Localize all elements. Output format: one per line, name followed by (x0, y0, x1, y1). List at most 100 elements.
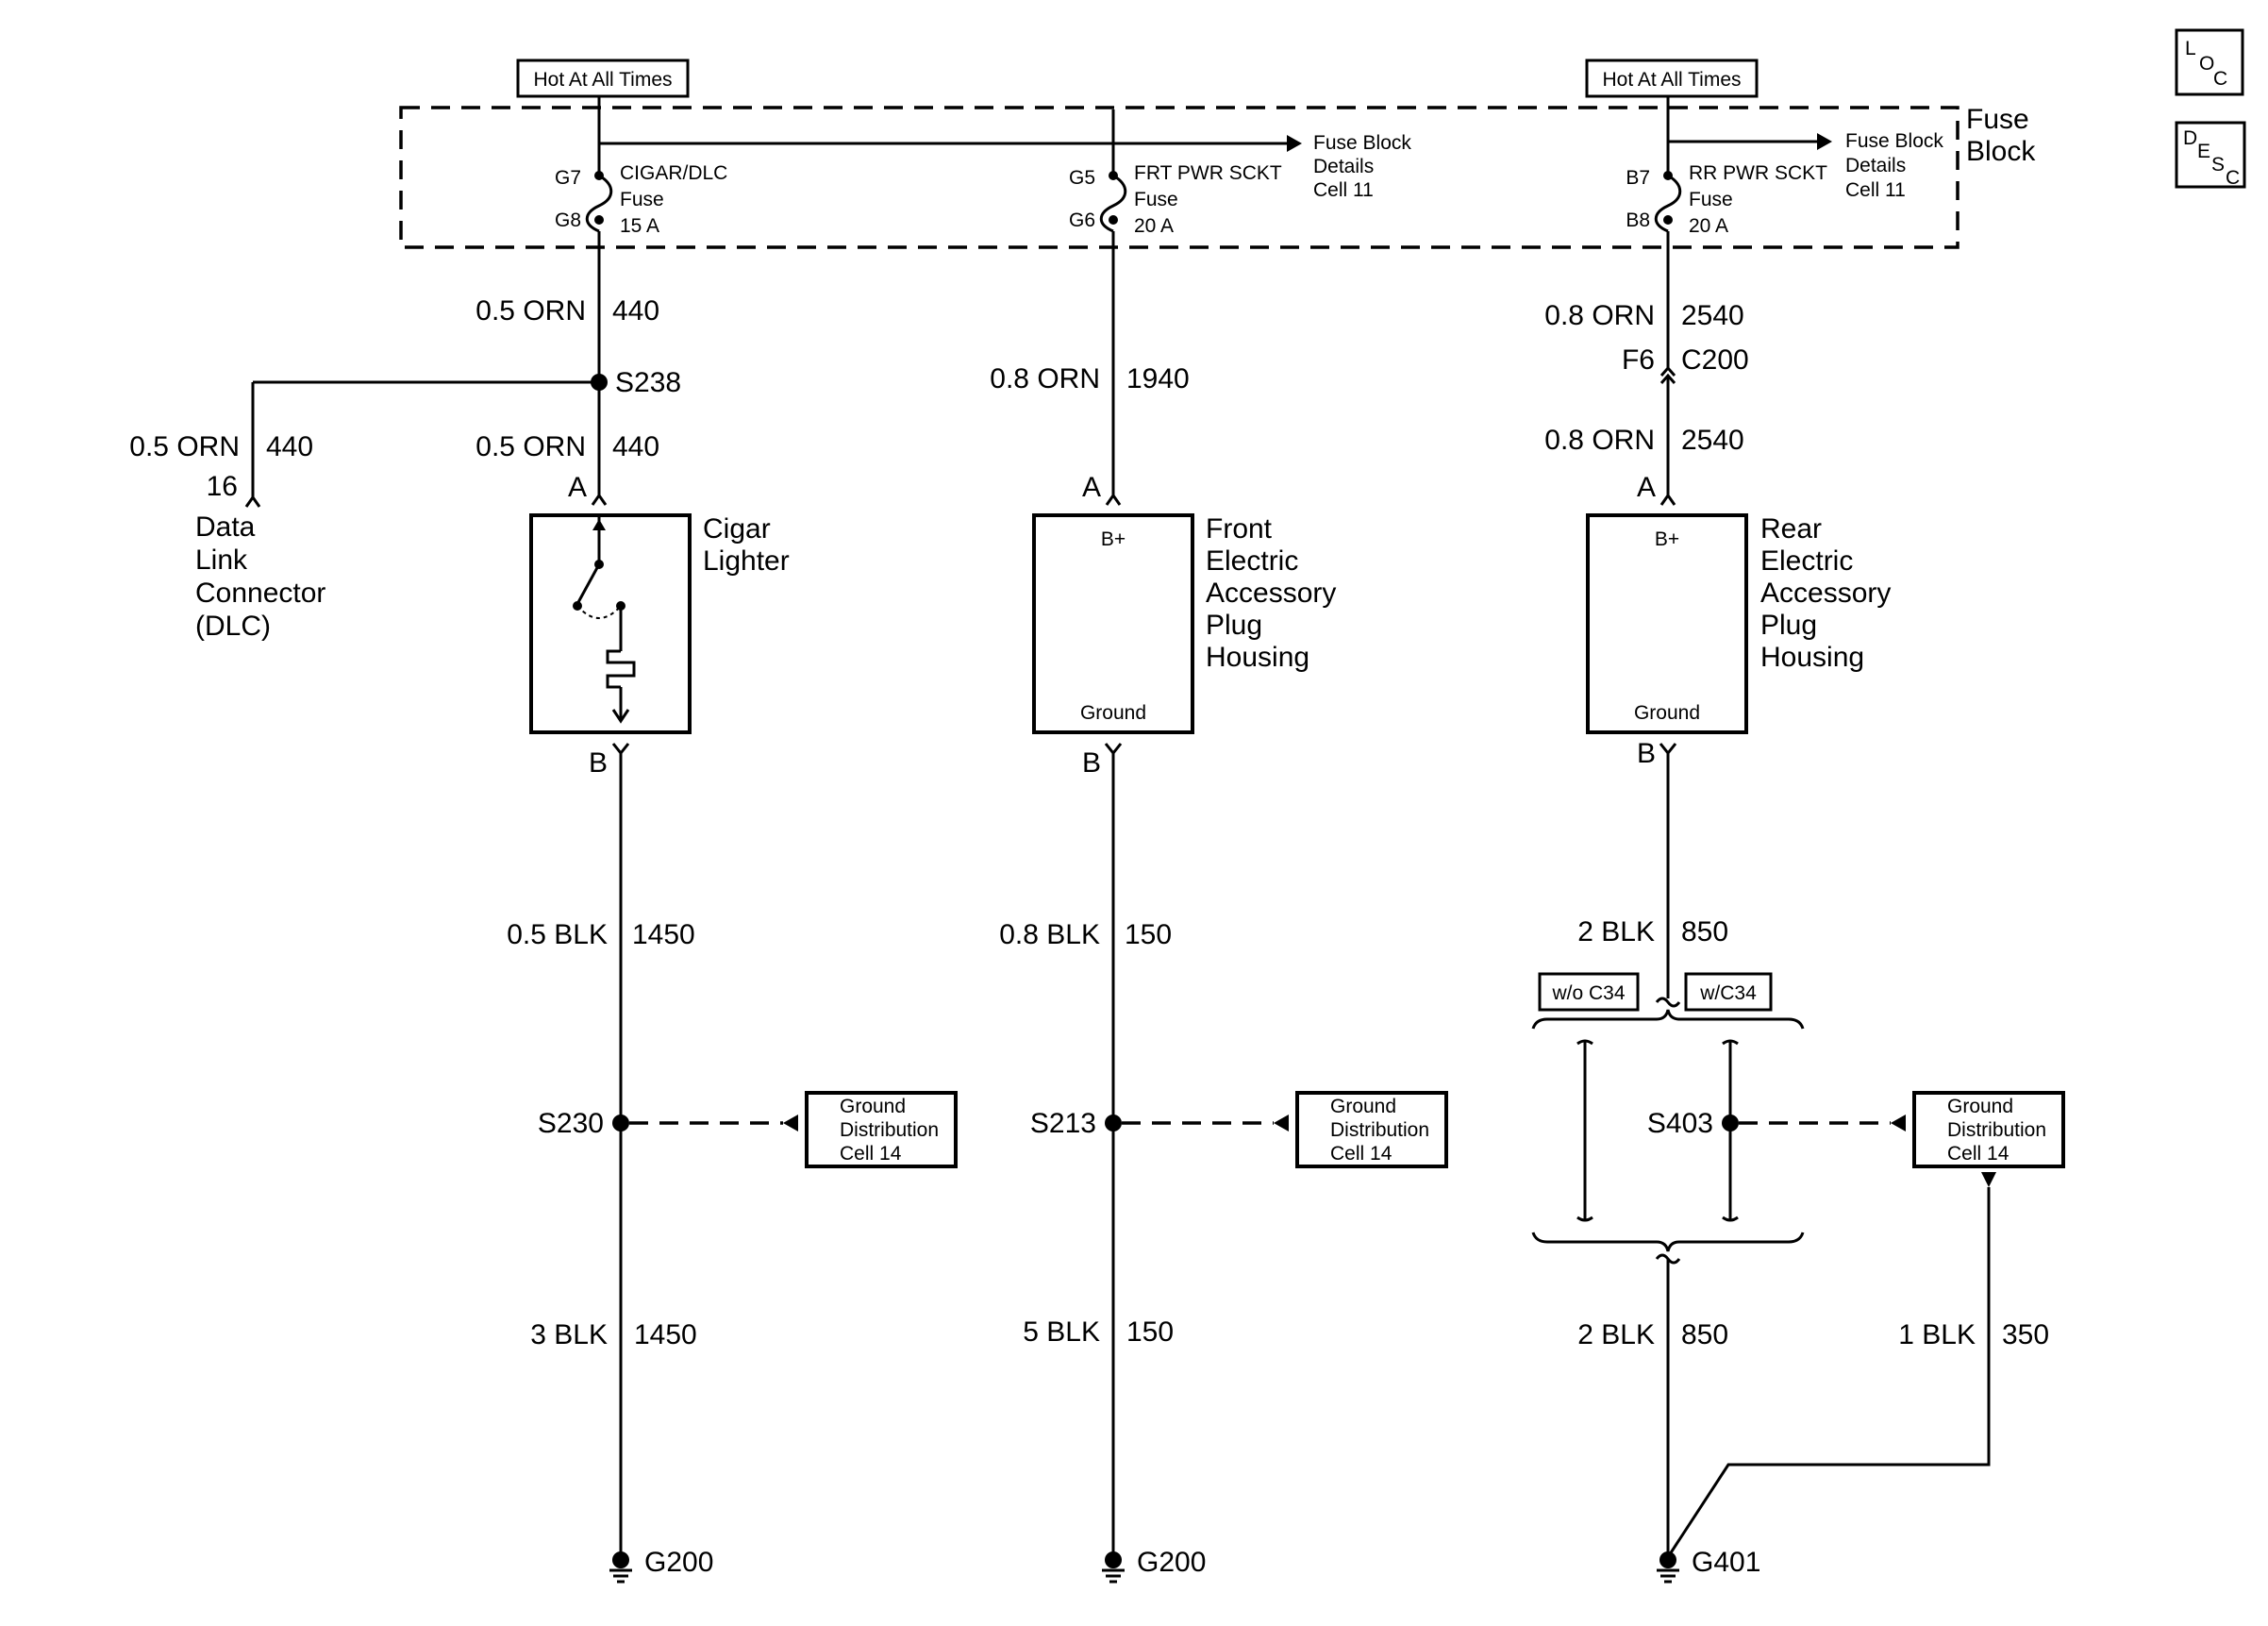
desc-button[interactable]: D E S C (2175, 121, 2246, 189)
splice-label: S213 (1030, 1108, 1096, 1139)
wire-gauge: 0.8 ORN (990, 363, 1100, 394)
rear-label-3: Accessory (1760, 578, 1891, 609)
splice-s230 (612, 1115, 629, 1131)
svg-text:Ground: Ground (840, 1096, 906, 1117)
loc-o: O (2199, 53, 2214, 75)
dlc-pin: 16 (207, 471, 238, 502)
svg-text:Ground: Ground (1330, 1096, 1396, 1117)
arrow-down-icon (1981, 1172, 1996, 1187)
pin-b: B (589, 747, 608, 779)
ground-distribution-link[interactable]: Ground Distribution Cell 14 (1295, 1091, 1448, 1168)
ground-g200-left: G200 (609, 1547, 713, 1584)
desc-d: D (2183, 127, 2197, 149)
ground-distribution-link[interactable]: Ground Distribution Cell 14 (1912, 1091, 2065, 1168)
front-label-3: Accessory (1206, 578, 1336, 609)
fuse-details-left: Fuse Block Details Cell 11 (1313, 132, 1411, 201)
fuse-rr-pwr-sckt: B7 B8 RR PWR SCKT Fuse 20 A (1626, 162, 1827, 237)
ground-label: G200 (644, 1547, 713, 1578)
wire-circuit: 150 (1126, 1316, 1174, 1348)
svg-text:Fuse: Fuse (620, 189, 664, 210)
wire-gauge: 0.5 ORN (475, 431, 586, 462)
hot-label-left: Hot At All Times (516, 59, 690, 98)
arrow-left-icon (783, 1115, 798, 1131)
wire-gauge: 0.5 ORN (129, 431, 240, 462)
front-plug-housing: B+ Ground Front Electric Accessory Plug … (1032, 513, 1336, 734)
svg-text:Hot At All Times: Hot At All Times (1602, 69, 1741, 91)
svg-text:Details: Details (1313, 156, 1374, 177)
svg-text:Distribution: Distribution (1330, 1119, 1429, 1141)
option-wo-c34: w/o C34 (1538, 972, 1640, 1012)
desc-c: C (2226, 167, 2240, 189)
loc-l: L (2185, 38, 2196, 59)
svg-text:CIGAR/DLC: CIGAR/DLC (620, 162, 727, 184)
svg-text:C200: C200 (1681, 344, 1749, 376)
ground-terminal-label: Ground (1634, 702, 1700, 724)
splice-label: S238 (615, 367, 681, 398)
svg-text:15 A: 15 A (620, 215, 659, 237)
pin-b: B (1637, 738, 1656, 769)
pin-b: B (1082, 747, 1101, 779)
svg-text:w/C34: w/C34 (1699, 982, 1757, 1004)
option-w-c34: w/C34 (1684, 972, 1773, 1012)
fuse-frt-pwr-sckt: G5 G6 FRT PWR SCKT Fuse 20 A (1069, 162, 1282, 237)
pin-a: A (1637, 472, 1656, 503)
svg-text:Cell 14: Cell 14 (1947, 1143, 2010, 1165)
svg-text:Link: Link (195, 545, 248, 576)
ground-g401: G401 (1657, 1547, 1760, 1584)
front-label-1: Front (1206, 513, 1273, 545)
svg-text:Cell 11: Cell 11 (1313, 179, 1374, 201)
desc-s: S (2211, 154, 2225, 176)
svg-text:B7: B7 (1626, 167, 1650, 189)
option-bracket-bottom (1531, 1232, 1805, 1252)
ground-distribution-link[interactable]: Ground Distribution Cell 14 (805, 1091, 958, 1168)
splice-s213 (1105, 1115, 1122, 1131)
bplus-label: B+ (1655, 528, 1679, 550)
svg-text:Cell 14: Cell 14 (1330, 1143, 1392, 1165)
arrow-right-icon (1287, 135, 1302, 152)
wire-circuit: 2540 (1681, 425, 1744, 456)
svg-text:Cell 14: Cell 14 (840, 1143, 902, 1165)
svg-text:G8: G8 (555, 210, 581, 231)
svg-text:Hot At All Times: Hot At All Times (533, 69, 672, 91)
wire-gauge: 0.5 ORN (475, 295, 586, 327)
wire-circuit: 1450 (632, 919, 695, 950)
svg-text:RR PWR SCKT: RR PWR SCKT (1689, 162, 1827, 184)
arrow-right-icon (1817, 133, 1832, 150)
wire-gauge: 0.8 BLK (999, 919, 1100, 950)
svg-text:Fuse: Fuse (1689, 189, 1733, 210)
wire-circuit: 440 (612, 431, 659, 462)
splice-label: S230 (538, 1108, 604, 1139)
front-label-2: Electric (1206, 545, 1298, 577)
arrow-left-icon (1891, 1115, 1906, 1131)
fuse-details-right: Fuse Block Details Cell 11 (1845, 130, 1943, 201)
dlc-label: Data Link Connector (DLC) (195, 511, 325, 642)
cigar-lighter: Cigar Lighter (529, 513, 790, 734)
desc-e: E (2197, 141, 2210, 162)
wire-gauge: 2 BLK (1577, 1319, 1655, 1350)
fuse-block-title-line2: Block (1966, 136, 2036, 167)
ground-label: G401 (1692, 1547, 1760, 1578)
ground-label: G200 (1137, 1547, 1206, 1578)
splice-label: S403 (1647, 1108, 1713, 1139)
svg-text:Connector: Connector (195, 578, 325, 609)
loc-button[interactable]: L O C (2175, 28, 2244, 96)
front-label-4: Plug (1206, 610, 1262, 641)
wire-circuit: 2540 (1681, 300, 1744, 331)
wire-gauge: 2 BLK (1577, 916, 1655, 947)
svg-text:Distribution: Distribution (840, 1119, 939, 1141)
cigar-lighter-label-2: Lighter (703, 545, 790, 577)
wire-gauge: 5 BLK (1023, 1316, 1100, 1348)
hot-label-right: Hot At All Times (1585, 59, 1759, 98)
wire-gauge: 0.8 ORN (1544, 300, 1655, 331)
svg-text:20 A: 20 A (1134, 215, 1174, 237)
rear-label-4: Plug (1760, 610, 1817, 641)
svg-text:B8: B8 (1626, 210, 1650, 231)
wire-350 (1666, 1187, 1991, 1558)
ground-terminal-label: Ground (1080, 702, 1146, 724)
svg-text:Fuse: Fuse (1134, 189, 1178, 210)
wire-circuit: 350 (2002, 1319, 2049, 1350)
rear-plug-housing: B+ Ground Rear Electric Accessory Plug H… (1586, 513, 1891, 734)
wire-circuit: 150 (1125, 919, 1172, 950)
svg-text:G7: G7 (555, 167, 581, 189)
